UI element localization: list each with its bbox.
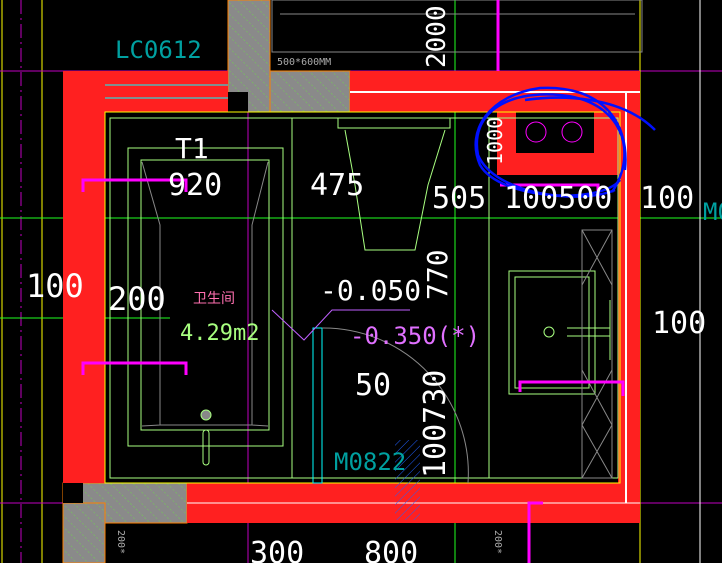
small-label-200-b: 200* xyxy=(492,530,503,554)
door-tag: M0822 xyxy=(334,448,406,476)
door-m0822 xyxy=(312,327,469,520)
vent-size-label: 500*600MM xyxy=(277,57,331,68)
dim-920: 920 xyxy=(168,168,222,203)
dim-475: 475 xyxy=(310,168,364,203)
dim-100-right: 100 xyxy=(652,306,706,341)
level-main: -0.050 xyxy=(320,274,421,307)
door-tag-right: M0 xyxy=(703,198,722,226)
dim-100-top-right: 100 xyxy=(640,181,694,216)
dim-100-left: 100 xyxy=(26,267,84,305)
dim-505: 505 xyxy=(432,181,486,216)
dim-50: 50 xyxy=(355,368,391,403)
vanity-sink xyxy=(488,117,619,479)
level-marker xyxy=(271,309,410,341)
dim-300: 300 xyxy=(250,536,304,563)
bathtub xyxy=(127,147,284,466)
bathtub-tag: T1 xyxy=(175,132,209,165)
dim-770: 770 xyxy=(421,249,454,300)
dim-1000: 1000 xyxy=(483,117,507,165)
dim-2000: 2000 xyxy=(422,5,452,68)
dim-200: 200 xyxy=(108,280,166,318)
pipe-circle xyxy=(561,121,583,143)
markup-circle xyxy=(474,86,656,198)
dim-800: 800 xyxy=(364,536,418,563)
vent-grille xyxy=(271,0,643,53)
shaft-opening xyxy=(516,112,594,153)
dim-100500: 100500 xyxy=(504,181,612,216)
toilet xyxy=(337,117,451,251)
room-name: 卫生间 xyxy=(193,291,235,307)
small-label-200-a: 200* xyxy=(115,530,126,554)
pipe-circle xyxy=(525,121,547,143)
room-area: 4.29m2 xyxy=(180,321,259,346)
window-tag: LC0612 xyxy=(115,36,202,64)
drain-pipes xyxy=(81,0,625,563)
level-low: -0.350(*) xyxy=(350,322,480,350)
concrete-columns xyxy=(62,0,351,563)
dim-100730: 100730 xyxy=(418,370,453,478)
